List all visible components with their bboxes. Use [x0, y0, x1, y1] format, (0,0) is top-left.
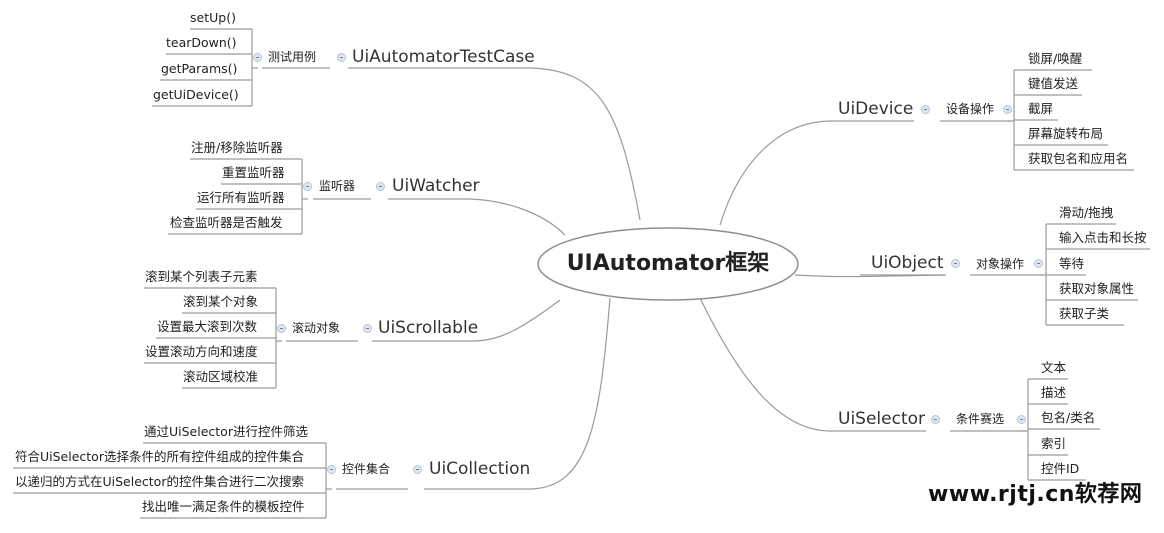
- leaf-scroll-direction: 设置滚动方向和速度: [145, 344, 258, 359]
- leaf-get-children: 获取子类: [1059, 306, 1110, 321]
- leaf-scroll-calibrate: 滚动区域校准: [183, 369, 259, 384]
- collapse-icon[interactable]: [413, 465, 422, 474]
- leaf-register-watcher: 注册/移除监听器: [191, 140, 283, 155]
- leaf-swipe-drag: 滑动/拖拽: [1059, 205, 1114, 220]
- leaf-text: 文本: [1041, 360, 1067, 375]
- collapse-icon[interactable]: [931, 415, 940, 424]
- collapse-icon[interactable]: [303, 182, 312, 191]
- leaf-input-click: 输入点击和长按: [1059, 230, 1147, 245]
- leaf-filter-by-selector: 通过UiSelector进行控件筛选: [144, 424, 308, 439]
- branch-uiselector: UiSelector: [838, 409, 926, 429]
- central-topic: UIAutomator框架: [566, 251, 770, 276]
- leaf-scroll-to-child: 滚到某个列表子元素: [145, 269, 258, 284]
- leaf-wait: 等待: [1059, 256, 1085, 271]
- collapse-icon[interactable]: [253, 53, 262, 62]
- leaf-scroll-to-object: 滚到某个对象: [183, 294, 259, 309]
- collapse-icon[interactable]: [363, 324, 372, 333]
- collapse-icon[interactable]: [376, 182, 385, 191]
- leaf-recursive-search: 以递归的方式在UiSelector的控件集合进行二次搜索: [15, 474, 304, 489]
- watermark-text: www.rjtj.cn软荐网: [928, 482, 1143, 507]
- leaf-rotate-layout: 屏幕旋转布局: [1028, 126, 1104, 141]
- group-watcher: 监听器: [319, 179, 356, 193]
- branch-uiscrollable: UiScrollable: [378, 318, 479, 338]
- branch-uidevice: UiDevice: [838, 99, 914, 119]
- leaf-key-send: 键值发送: [1028, 76, 1079, 91]
- leaf-reset-watcher: 重置监听器: [222, 165, 285, 180]
- branch-uicollection: UiCollection: [429, 459, 531, 479]
- leaf-getparams: getParams(): [161, 61, 238, 76]
- leaf-description: 描述: [1041, 385, 1067, 400]
- collapse-icon[interactable]: [337, 53, 346, 62]
- leaf-screenshot: 截屏: [1028, 101, 1054, 116]
- collapse-icon[interactable]: [951, 259, 960, 268]
- leaf-run-watchers: 运行所有监听器: [197, 190, 285, 205]
- collapse-icon[interactable]: [327, 465, 336, 474]
- collapse-icon[interactable]: [921, 105, 930, 114]
- leaf-package-app-name: 获取包名和应用名: [1028, 151, 1129, 166]
- leaf-max-scrolls: 设置最大滚到次数: [157, 319, 258, 334]
- collapse-icon[interactable]: [1034, 259, 1043, 268]
- leaf-control-id: 控件ID: [1041, 461, 1080, 476]
- group-object: 对象操作: [976, 257, 1025, 271]
- leaf-package-class: 包名/类名: [1041, 410, 1096, 425]
- collapse-icon[interactable]: [1003, 105, 1012, 114]
- group-collection: 控件集合: [342, 462, 391, 476]
- leaf-teardown: tearDown(): [166, 35, 237, 50]
- group-testcase: 测试用例: [268, 50, 317, 64]
- leaf-get-attributes: 获取对象属性: [1059, 281, 1135, 296]
- leaf-unique-template: 找出唯一满足条件的模板控件: [142, 499, 305, 514]
- leaf-check-watcher: 检查监听器是否触发: [170, 215, 283, 230]
- leaf-index: 索引: [1041, 436, 1067, 451]
- branch-uiobject: UiObject: [871, 253, 944, 273]
- branch-uiwatcher: UiWatcher: [392, 176, 480, 196]
- collapse-icon[interactable]: [1017, 415, 1026, 424]
- group-scroll: 滚动对象: [292, 321, 341, 335]
- leaf-getuidevice: getUiDevice(): [153, 87, 239, 102]
- branch-uiautomatortestcase: UiAutomatorTestCase: [352, 47, 535, 67]
- collapse-icon[interactable]: [277, 324, 286, 333]
- group-device: 设备操作: [946, 102, 995, 116]
- leaf-lock-wake: 锁屏/唤醒: [1028, 51, 1083, 66]
- group-selector: 条件赛选: [956, 412, 1005, 426]
- leaf-setup: setUp(): [190, 10, 236, 25]
- leaf-matching-set: 符合UiSelector选择条件的所有控件组成的控件集合: [15, 449, 304, 464]
